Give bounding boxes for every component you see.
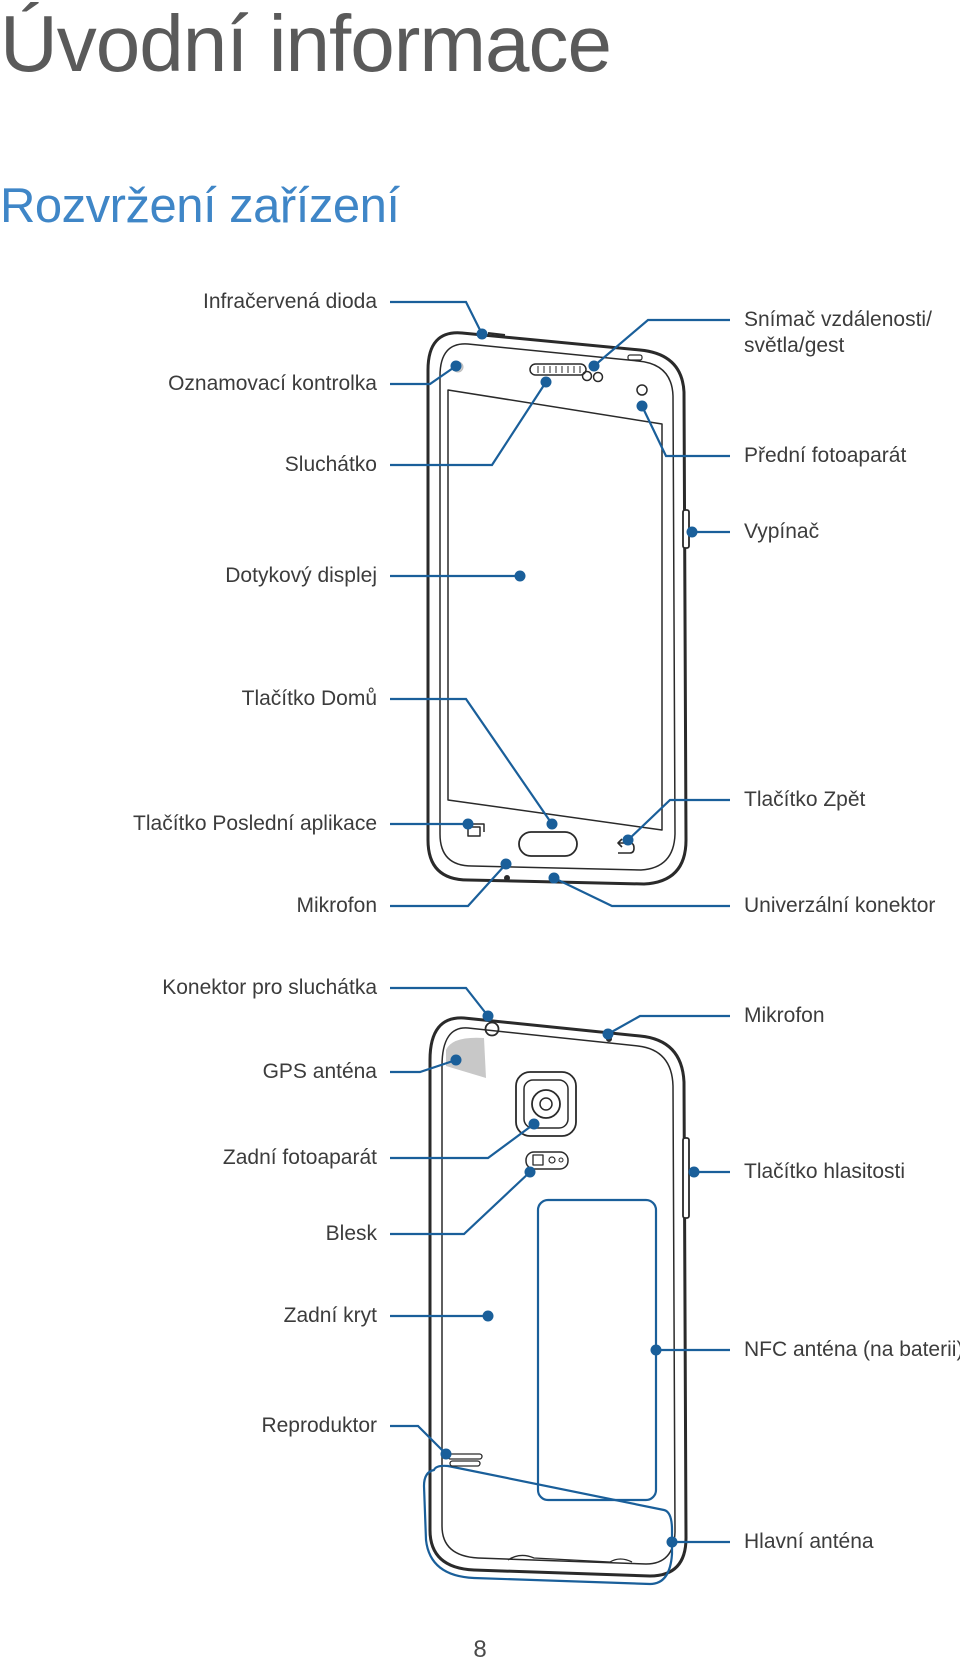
heart-rate-sensor (548, 1156, 556, 1164)
label-front-camera: Přední fotoaparát (744, 444, 906, 467)
page-number: 8 (473, 1636, 487, 1663)
earpiece-grille-lines (537, 366, 581, 373)
rear-bottom-edge (507, 1554, 633, 1563)
rear-outer-frame (428, 1016, 688, 1578)
label-home-button: Tlačítko Domů (242, 687, 377, 710)
camera-lens-inner (539, 1097, 553, 1111)
phone-rear (422, 1016, 690, 1586)
label-flash: Blesk (326, 1222, 378, 1245)
earpiece-grille (529, 363, 587, 376)
label-infrared-led: Infračervená dioda (203, 290, 377, 313)
front-right-labels: Snímač vzdálenosti/ světla/gest Přední f… (744, 308, 935, 917)
front-inner-frame (439, 343, 676, 871)
label-back-cover: Zadní kryt (284, 1304, 378, 1327)
flash-housing (525, 1151, 569, 1170)
label-multipurpose-jack: Univerzální konektor (744, 894, 935, 917)
callout-lines (390, 300, 730, 1544)
label-headset-jack: Konektor pro sluchátka (162, 976, 377, 999)
proximity-sensor-left (581, 370, 593, 382)
main-antenna-area (422, 1464, 674, 1586)
label-earpiece: Sluchátko (285, 453, 377, 476)
front-screen (447, 389, 663, 831)
rear-left-labels: Konektor pro sluchátka GPS anténa Zadní … (162, 976, 377, 1437)
label-proximity-sensor-line1: Snímač vzdálenosti/ (744, 308, 932, 331)
label-power-key: Vypínač (744, 520, 819, 543)
front-top-slot (627, 354, 643, 361)
bottom-microphone-hole (504, 875, 510, 881)
volume-key (682, 1137, 690, 1219)
label-proximity-sensor-line2: světla/gest (744, 334, 845, 357)
label-volume-key: Tlačítko hlasitosti (744, 1160, 905, 1183)
front-outer-frame (426, 331, 688, 886)
rear-inner-frame (441, 1027, 676, 1565)
nfc-antenna-area (536, 1198, 658, 1502)
label-top-microphone: Mikrofon (744, 1004, 825, 1027)
speaker-grille (447, 1453, 483, 1467)
callout-dots (440, 328, 700, 1548)
flash-sensor-dot (558, 1157, 564, 1163)
camera-housing (515, 1071, 577, 1137)
label-main-antenna: Hlavní anténa (744, 1530, 874, 1553)
section-title: Rozvržení zařízení (0, 179, 400, 233)
label-gps-antenna: GPS anténa (263, 1060, 378, 1083)
label-recent-apps-button: Tlačítko Poslední aplikace (133, 812, 377, 835)
recent-apps-key (467, 823, 485, 837)
page-title: Úvodní informace (0, 0, 612, 88)
label-touchscreen: Dotykový displej (225, 564, 377, 587)
label-notification-led: Oznamovací kontrolka (168, 372, 377, 395)
label-bottom-microphone: Mikrofon (296, 894, 377, 917)
rear-right-labels: Mikrofon Tlačítko hlasitosti NFC anténa … (744, 1004, 960, 1553)
label-speaker: Reproduktor (261, 1414, 377, 1437)
headset-jack (484, 1021, 500, 1037)
phone-front (426, 331, 690, 886)
home-button (518, 831, 578, 857)
gps-antenna-area (446, 1037, 486, 1078)
proximity-sensor-right (592, 371, 604, 383)
camera-lens-outer (531, 1089, 561, 1119)
front-left-labels: Infračervená dioda Oznamovací kontrolka … (133, 290, 377, 917)
label-nfc-antenna: NFC anténa (na baterii) (744, 1338, 960, 1361)
front-top-edge-detail (487, 332, 506, 336)
camera-module (523, 1079, 569, 1129)
front-camera-lens (636, 384, 648, 396)
label-back-button: Tlačítko Zpět (744, 788, 866, 811)
label-rear-camera: Zadní fotoaparát (223, 1146, 377, 1169)
flash-led (532, 1154, 544, 1166)
